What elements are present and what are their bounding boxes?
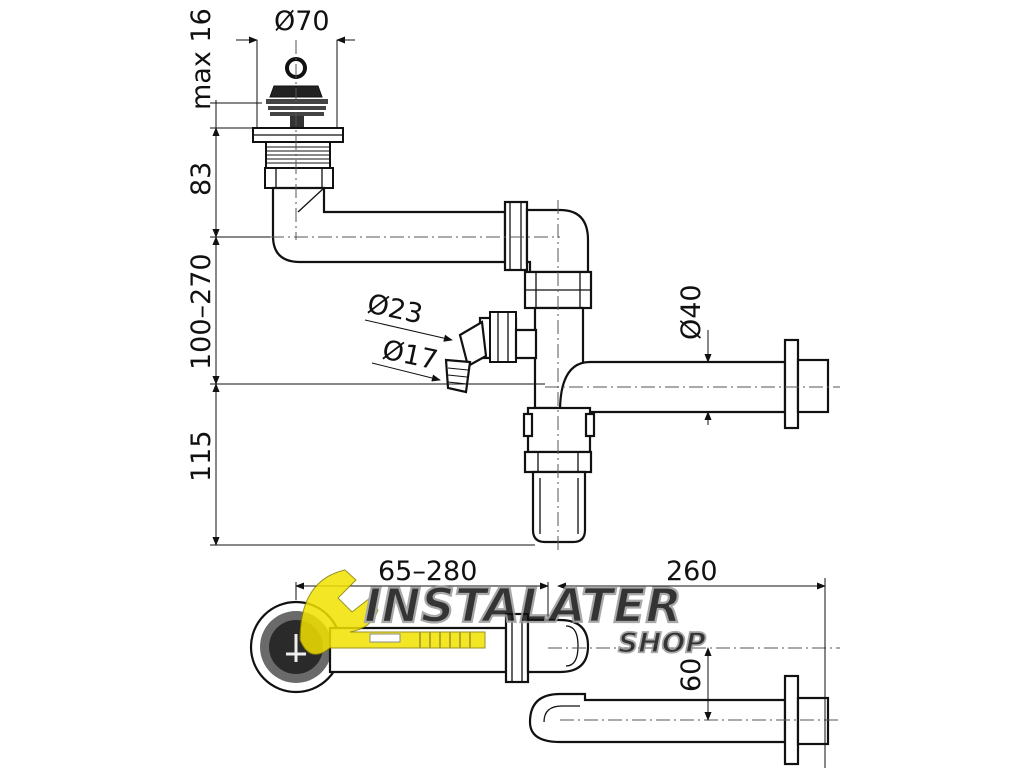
plan-wall-pipe [528,692,787,744]
arm-union-nut [503,200,529,272]
wall-stub [796,358,830,414]
dim-260: 260 [666,556,718,587]
plan-u-trap [526,618,590,674]
hose-connector [444,311,538,394]
dim-d23: Ø23 [365,289,426,331]
watermark-sub: SHOP [618,626,706,659]
dim-115: 115 [186,430,217,482]
watermark-logo: INSTALATER SHOP [299,569,707,660]
dim-60: 60 [676,658,707,692]
dim-83: 83 [186,162,217,196]
trap-cup [531,470,587,544]
dimension-labels: Ø70 max 16 83 100–270 Ø23 Ø17 Ø40 115 65… [186,6,718,692]
dim-d17: Ø17 [380,335,441,377]
watermark-brand: INSTALATER [364,579,682,634]
strainer-plug [252,57,344,189]
watermark-wrench-icon [299,569,486,655]
dim-65-280: 65–280 [378,556,477,587]
dim-d70: Ø70 [274,6,330,37]
horizontal-arm-pipe [271,186,507,264]
plan-view [249,578,840,768]
riser-elbow [525,208,590,274]
lower-body [526,406,592,454]
wall-rosette [783,338,800,430]
dim-100-270: 100–270 [186,253,217,370]
dim-d40: Ø40 [676,284,707,340]
dim-max16: max 16 [186,8,217,110]
front-view [210,36,840,550]
